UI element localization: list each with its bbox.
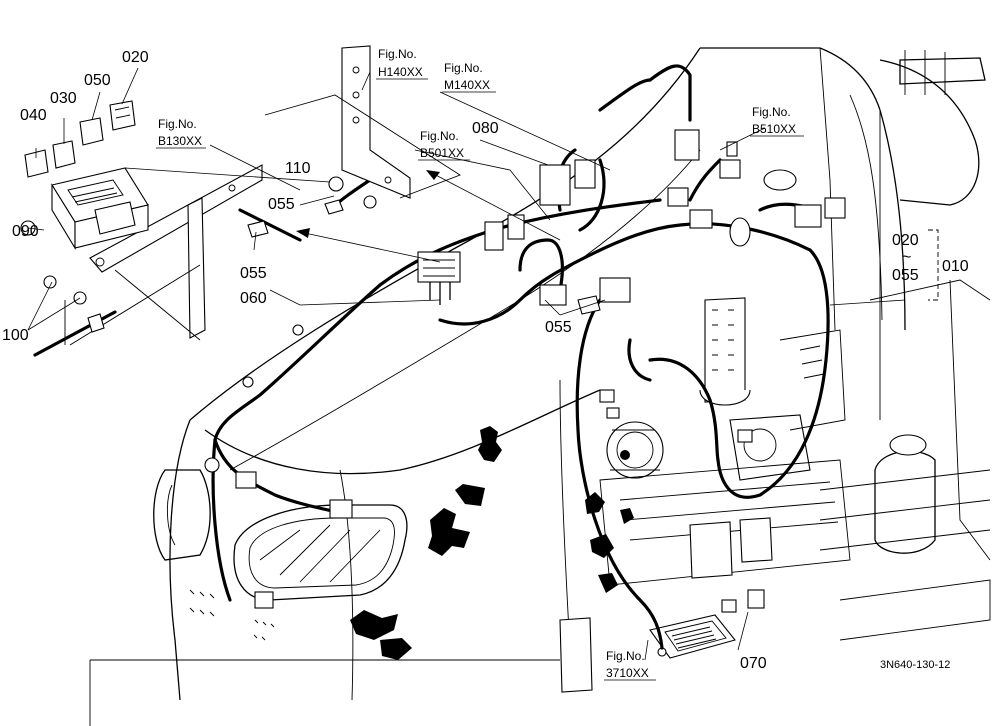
figref-m140-label: Fig.No. (444, 61, 483, 75)
exploded-view-arrows (296, 170, 561, 263)
cab-structure (819, 50, 991, 641)
b130-bracket (69, 164, 263, 346)
figref-b130-code: B130XX (158, 134, 202, 148)
callout-range-end: 055 (892, 267, 919, 284)
harness-connectors (204, 129, 846, 613)
hood-outline (89, 47, 906, 726)
callout-020: 020 (122, 49, 149, 66)
figref-h140-label: Fig.No. (378, 47, 417, 61)
headlight (153, 469, 408, 601)
callout-055-a: 055 (268, 196, 295, 213)
callout-090: 090 (12, 223, 39, 240)
small-clips (247, 176, 601, 315)
leader-lines (27, 67, 939, 661)
callout-040: 040 (20, 107, 47, 124)
callout-060: 060 (240, 290, 267, 307)
callout-100: 100 (2, 327, 29, 344)
callout-080: 080 (472, 120, 499, 137)
figref-b501-label: Fig.No. (420, 129, 459, 143)
callouts: 020 050 030 040 090 100 110 055 055 060 … (2, 49, 969, 672)
fuse-relay-box (20, 100, 149, 357)
callout-055-b: 055 (240, 265, 267, 282)
h140-bracket (264, 45, 461, 199)
callout-050: 050 (84, 72, 111, 89)
figref-b510-label: Fig.No. (752, 105, 791, 119)
callout-range-start: 020 (892, 232, 919, 249)
figref-3710-code: 3710XX (606, 666, 649, 680)
callout-range-tilde: ~ (902, 249, 911, 266)
main-harness (211, 64, 830, 650)
callout-010: 010 (942, 258, 969, 275)
figref-h140-code: H140XX (378, 65, 423, 79)
figref-3710-label: Fig.No. (606, 649, 645, 663)
callout-055-c: 055 (545, 319, 572, 336)
drawing-number: 3N640-130-12 (880, 659, 950, 671)
callout-030: 030 (50, 90, 77, 107)
figref-b510-code: B510XX (752, 122, 796, 136)
figref-b130-label: Fig.No. (158, 117, 197, 131)
callout-110: 110 (285, 160, 311, 177)
figure-references: Fig.No. B130XX Fig.No. H140XX Fig.No. M1… (156, 47, 804, 681)
figref-b501-code: B501XX (420, 146, 464, 160)
ecu-module (649, 614, 736, 659)
figref-m140-code: M140XX (444, 78, 490, 92)
callout-070: 070 (740, 655, 767, 672)
